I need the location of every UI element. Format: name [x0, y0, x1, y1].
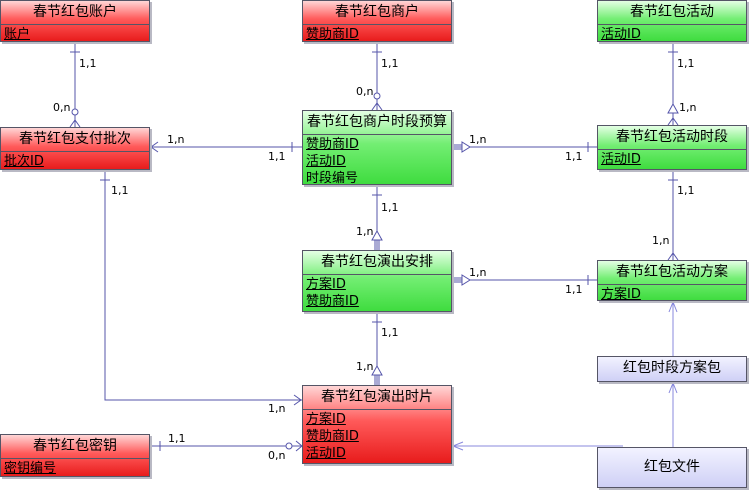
card-budget-plan-bottom: 1,n — [356, 225, 373, 238]
entity-title: 春节红包演出时片 — [303, 386, 451, 410]
card-key-slice-left: 1,1 — [168, 432, 186, 445]
entity-activity-scheme[interactable]: 春节红包活动方案 方案ID — [597, 260, 747, 302]
card-plan-scheme-right: 1,1 — [565, 283, 583, 296]
card-budget-period-right: 1,1 — [565, 150, 583, 163]
entity-attribute: 方案ID — [306, 412, 346, 427]
card-batch-budget-left: 1,n — [167, 133, 184, 146]
entity-budget[interactable]: 春节红包商户时段预算 赞助商ID 活动ID 时段编号 — [302, 110, 452, 186]
entity-title: 春节红包支付批次 — [1, 128, 149, 152]
entity-title: 春节红包活动 — [598, 1, 746, 25]
card-key-slice-right: 0,n — [268, 449, 285, 462]
entity-show-slice[interactable]: 春节红包演出时片 方案ID 赞助商ID 活动ID — [302, 385, 452, 464]
entity-secret-key[interactable]: 春节红包密钥 密钥编号 — [0, 434, 150, 477]
card-account-batch-bottom: 0,n — [53, 101, 70, 114]
entity-title: 春节红包活动方案 — [598, 261, 746, 285]
entity-title: 春节红包商户时段预算 — [303, 111, 451, 135]
card-batch-slice-top: 1,1 — [111, 184, 129, 197]
entity-title: 春节红包演出安排 — [303, 251, 451, 275]
entity-activity[interactable]: 春节红包活动 活动ID — [597, 0, 747, 42]
entity-title: 红包文件 — [644, 459, 700, 475]
entity-attribute: 方案ID — [601, 287, 641, 302]
card-budget-period-left: 1,n — [469, 133, 486, 146]
entity-attribute: 批次ID — [4, 154, 44, 169]
entity-attribute: 方案ID — [306, 277, 346, 292]
entity-account[interactable]: 春节红包账户 账户 — [0, 0, 150, 42]
card-period-scheme-top: 1,1 — [677, 184, 695, 197]
entity-attribute: 活动ID — [306, 446, 346, 461]
entity-title: 春节红包账户 — [1, 1, 149, 25]
entity-attribute: 赞助商ID — [306, 137, 359, 152]
entity-pay-batch[interactable]: 春节红包支付批次 批次ID — [0, 127, 150, 170]
entity-show-plan[interactable]: 春节红包演出安排 方案ID 赞助商ID — [302, 250, 452, 312]
entity-title: 春节红包活动时段 — [598, 126, 746, 150]
card-batch-slice-bottom: 1,n — [268, 402, 285, 415]
card-merchant-budget-bottom: 0,n — [356, 85, 373, 98]
card-budget-plan-top: 1,1 — [381, 201, 399, 214]
entity-attribute: 活动ID — [306, 154, 346, 169]
card-activity-period-bottom: 1,n — [679, 101, 696, 114]
entity-merchant[interactable]: 春节红包商户 赞助商ID — [302, 0, 452, 42]
card-activity-period-top: 1,1 — [677, 57, 695, 70]
card-plan-slice-top: 1,1 — [381, 326, 399, 339]
card-plan-scheme-left: 1,n — [469, 266, 486, 279]
entity-attribute: 活动ID — [601, 27, 641, 42]
entity-attribute: 密钥编号 — [4, 461, 57, 476]
entity-attribute: 赞助商ID — [306, 429, 359, 444]
entity-title: 春节红包商户 — [303, 1, 451, 25]
card-period-scheme-bottom: 1,n — [652, 234, 669, 247]
link-batch-slice — [104, 170, 302, 401]
entity-attribute: 账户 — [4, 27, 31, 42]
entity-attribute: 活动ID — [601, 152, 641, 167]
entity-title: 春节红包密钥 — [1, 435, 149, 459]
card-account-batch-top: 1,1 — [79, 57, 97, 70]
card-merchant-budget-top: 1,1 — [381, 57, 399, 70]
entity-title: 红包时段方案包 — [623, 360, 721, 376]
entity-attribute: 赞助商ID — [306, 27, 359, 42]
entity-red-packet-file[interactable]: 红包文件 — [597, 447, 747, 488]
card-batch-budget-right: 1,1 — [268, 150, 286, 163]
entity-activity-period[interactable]: 春节红包活动时段 活动ID — [597, 125, 747, 170]
entity-attribute: 时段编号 — [306, 171, 359, 186]
entity-attribute: 赞助商ID — [306, 294, 359, 309]
entity-period-pack[interactable]: 红包时段方案包 — [597, 356, 747, 382]
card-plan-slice-bottom: 1,n — [356, 360, 373, 373]
